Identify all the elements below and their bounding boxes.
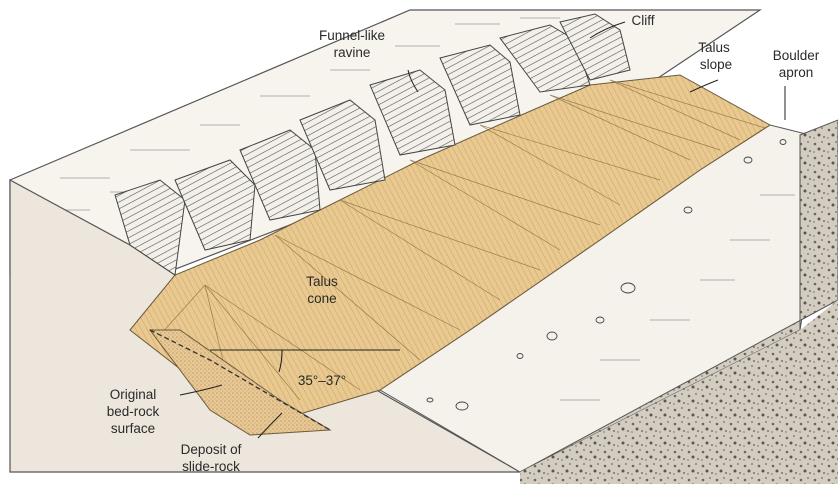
label-angle: 35°–37° [298,373,346,388]
label-deposit-line2: slide-rock [182,459,240,474]
label-funnel-line1: Funnel-like [319,28,385,43]
label-cliff: Cliff [631,13,654,28]
label-original-line2: bed-rock [107,404,160,419]
label-talus-cone-line2: cone [307,291,336,306]
label-funnel-line2: ravine [334,45,371,60]
label-original-line3: surface [111,421,155,436]
label-talus-slope-line1: Talus [698,40,730,55]
label-boulder-line1: Boulder [773,48,820,63]
label-talus-slope-line2: slope [700,57,732,72]
label-deposit-line1: Deposit of [181,442,242,457]
label-boulder-line2: apron [779,65,814,80]
label-original-line1: Original [110,387,157,402]
label-talus-cone-line1: Talus [306,274,338,289]
